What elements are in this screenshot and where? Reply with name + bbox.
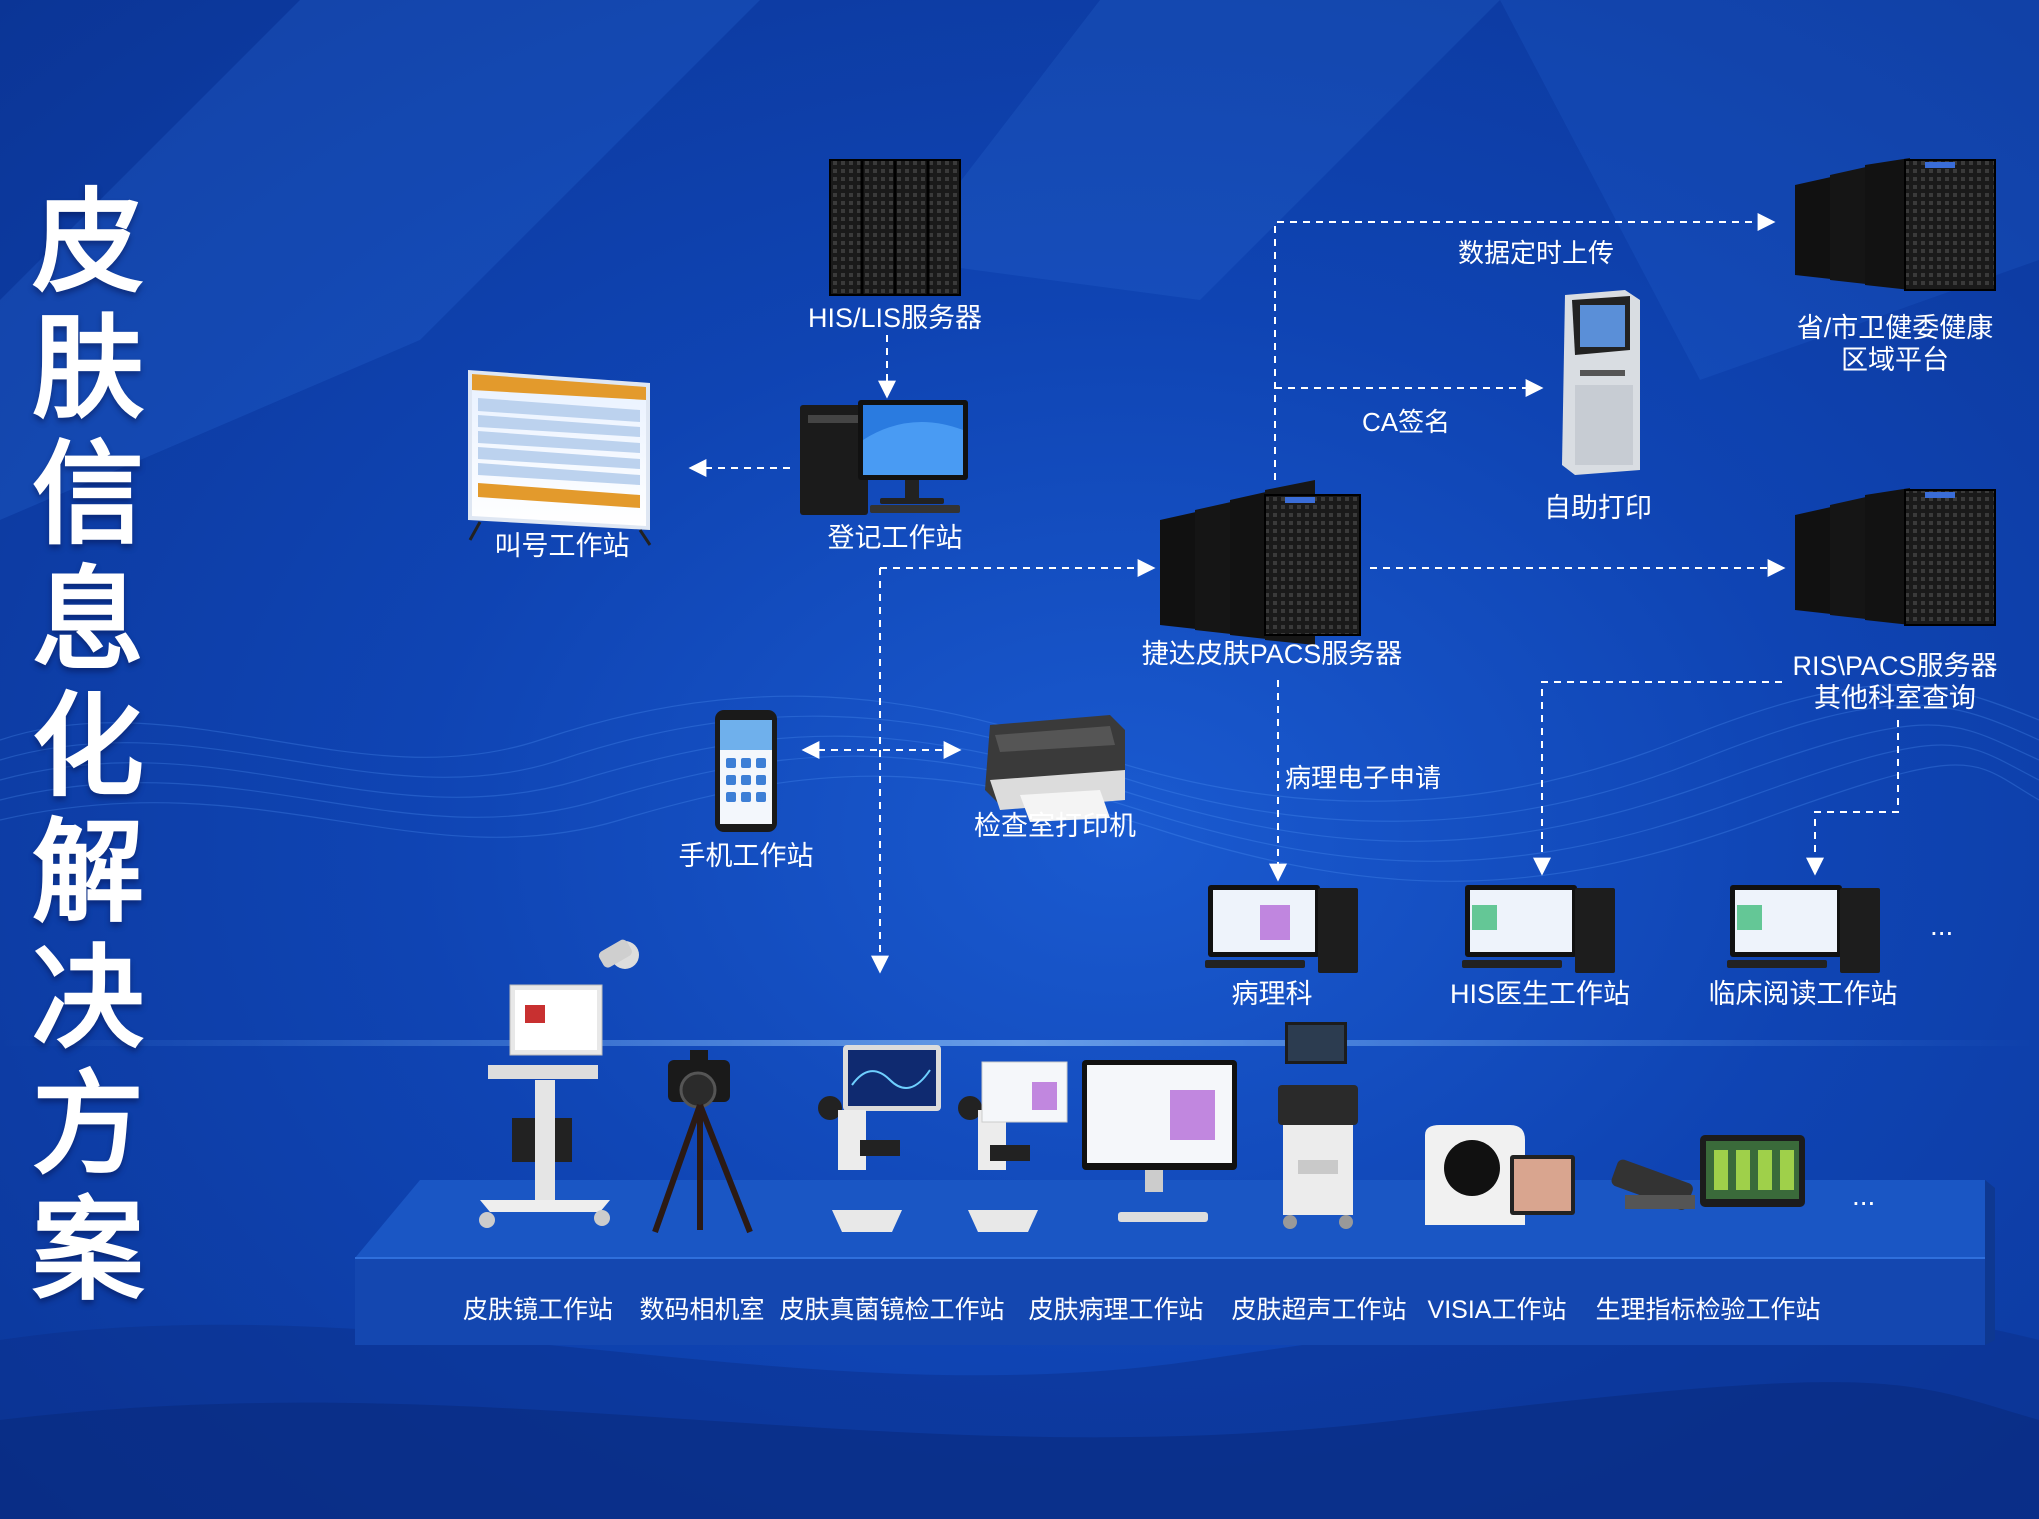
his-lis-server-label: HIS/LIS服务器 <box>807 303 983 333</box>
platform-station-label: 皮肤镜工作站 <box>462 1296 614 1324</box>
visia-device-icon <box>1425 1125 1575 1225</box>
provincial-platform-label: 省/市卫健委健康 区域平台 <box>1797 312 1994 377</box>
register-station-icon <box>800 400 968 515</box>
data-upload-label: 数据定时上传 <box>1458 238 1615 268</box>
title-char: 案 <box>32 1186 144 1316</box>
title-char: 信 <box>32 430 144 560</box>
title-char: 方 <box>32 1060 144 1190</box>
title-char: 决 <box>32 934 144 1064</box>
ris-pacs-label-line1: RIS\PACS服务器 <box>1792 651 1998 681</box>
platform-station-label: 皮肤超声工作站 <box>1231 1296 1407 1324</box>
self-print-label: 自助打印 <box>1544 493 1652 523</box>
self-print-kiosk-icon <box>1562 290 1640 475</box>
platform-station-label: VISIA工作站 <box>1427 1296 1567 1324</box>
ris-pacs-server-icon <box>1795 488 1996 626</box>
more-devices-ellipsis: ... <box>1852 1180 1876 1211</box>
platform-station-label: 生理指标检验工作站 <box>1595 1296 1821 1324</box>
pathology-dept-label: 病理科 <box>1231 979 1313 1009</box>
his-lis-server-icon <box>829 159 961 296</box>
ca-sign-label: CA签名 <box>1362 407 1451 437</box>
provincial-platform-label-line1: 省/市卫健委健康 <box>1796 313 1994 343</box>
more-workstations-ellipsis: ... <box>1930 910 1954 941</box>
call-station-label: 叫号工作站 <box>494 531 630 561</box>
clinical-reading-workstation-icon <box>1727 885 1880 973</box>
provincial-platform-label-line2: 区域平台 <box>1840 345 1949 376</box>
title-char: 皮 <box>32 178 144 308</box>
exam-printer-label: 检查室打印机 <box>974 811 1136 841</box>
pacs-server-label: 捷达皮肤PACS服务器 <box>1141 639 1403 669</box>
physiological-index-device-icon <box>1611 1135 1805 1210</box>
clinical-reading-station-label: 临床阅读工作站 <box>1708 979 1898 1009</box>
register-station-label: 登记工作站 <box>827 523 963 553</box>
his-doctor-station-label: HIS医生工作站 <box>1449 979 1631 1009</box>
dermoscope-cart-icon <box>479 939 639 1228</box>
title-char: 肤 <box>32 304 144 434</box>
pacs-server-icon <box>1160 480 1361 645</box>
platform-station-label: 皮肤真菌镜检工作站 <box>779 1296 1005 1324</box>
provincial-platform-server-icon <box>1795 158 1996 291</box>
ris-pacs-label-line2: 其他科室查询 <box>1814 683 1976 714</box>
title-char: 化 <box>32 682 144 812</box>
vertical-title: 皮 肤 信 息 化 解 决 方 案 <box>28 180 148 1314</box>
pathology-microscope-icon <box>958 1060 1237 1232</box>
title-char: 解 <box>32 808 144 938</box>
platform-station-label: 皮肤病理工作站 <box>1028 1296 1204 1324</box>
call-station-tv-icon <box>468 370 652 546</box>
digital-camera-tripod-icon <box>652 1050 753 1234</box>
ultrasound-machine-icon <box>1278 1022 1358 1229</box>
mobile-station-label: 手机工作站 <box>678 841 814 871</box>
title-char: 息 <box>32 556 144 686</box>
ris-pacs-label: RIS\PACS服务器 其他科室查询 <box>1792 650 1997 715</box>
pathology-request-label: 病理电子申请 <box>1285 763 1442 793</box>
exam-printer-icon <box>985 715 1125 822</box>
pathology-workstation-icon <box>1205 885 1358 973</box>
his-doctor-workstation-icon <box>1462 885 1615 973</box>
mobile-phone-icon <box>715 710 777 832</box>
fungal-microscope-icon <box>818 1045 941 1232</box>
platform-station-label: 数码相机室 <box>639 1296 765 1324</box>
